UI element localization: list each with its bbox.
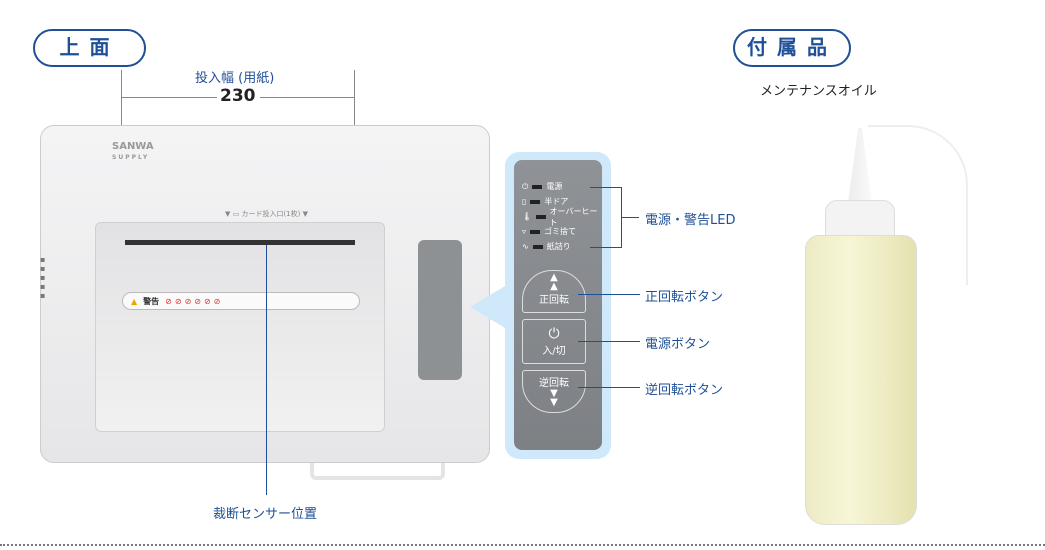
power-button-label: 入/切	[542, 346, 566, 357]
led-bracket-bottom	[590, 247, 621, 248]
led-callout: 電源・警告LED	[645, 213, 736, 228]
brand-sub: SUPPLY	[112, 154, 150, 161]
card-slot-text: カード投入口(1枚)	[241, 210, 301, 218]
power-callout-line	[578, 341, 640, 342]
reverse-callout-line	[578, 387, 640, 388]
reverse-button[interactable]: 逆回転▼▼	[522, 370, 586, 413]
zoom-pointer	[470, 283, 510, 331]
up-arrows-icon: ▲▲	[550, 272, 558, 292]
power-callout: 電源ボタン	[645, 337, 711, 352]
section-accessory-label: 付属品	[733, 29, 851, 67]
shredder-handle	[310, 455, 445, 480]
led-paper-jam: ∿紙詰り	[522, 242, 571, 251]
mini-control-panel	[418, 240, 462, 380]
led-label: 半ドア	[544, 197, 569, 206]
sensor-callout: 裁断センサー位置	[213, 507, 318, 522]
power-icon: ⏻	[548, 326, 560, 342]
brand-logo: SANWA SUPPLY	[112, 142, 154, 163]
led-label: 電源	[546, 182, 563, 191]
paper-slot	[125, 240, 355, 245]
led-overheat: 🌡オーバーヒート	[522, 207, 602, 227]
sensor-callout-line	[266, 245, 267, 495]
control-panel: ⏻電源 ▯半ドア 🌡オーバーヒート ▿ゴミ捨て ∿紙詰り ▲▲正回転 ⏻入/切 …	[514, 160, 602, 450]
oil-bottle	[805, 235, 917, 525]
brand-name: SANWA	[112, 141, 154, 152]
dimension-label: 投入幅 (用紙)	[195, 71, 275, 86]
dimension-line-left	[121, 97, 217, 98]
led-callout-line	[621, 217, 639, 218]
shredder-lid	[95, 222, 385, 432]
nozzle-cap-strap	[868, 125, 968, 285]
led-power: ⏻電源	[522, 181, 563, 192]
dimension-value: 230	[220, 86, 256, 106]
power-button[interactable]: ⏻ 入/切	[522, 319, 586, 364]
led-label: ゴミ捨て	[544, 227, 577, 236]
led-bin-full: ▿ゴミ捨て	[522, 227, 577, 236]
down-arrows-icon: ▼▼	[550, 388, 558, 408]
reverse-callout: 逆回転ボタン	[645, 383, 724, 398]
warning-text: 警告	[143, 296, 160, 306]
led-bracket-top	[590, 187, 621, 188]
left-vents: ▪▪▪▪▪	[40, 255, 46, 300]
card-slot-label: ▼ ▭ カード投入口(1枚) ▼	[225, 210, 308, 218]
reverse-button-label: 逆回転	[539, 378, 569, 389]
dimension-line-right	[260, 97, 354, 98]
led-label: 紙詰り	[546, 242, 571, 251]
warning-sticker: ▲警告⊘⊘⊘⊘⊘⊘	[122, 292, 360, 310]
bottom-divider	[0, 544, 1045, 546]
forward-button-label: 正回転	[539, 295, 569, 306]
led-door: ▯半ドア	[522, 197, 569, 206]
accessory-item-label: メンテナンスオイル	[760, 84, 877, 99]
led-label: オーバーヒート	[549, 206, 598, 227]
section-top-label: 上面	[33, 29, 146, 67]
forward-callout: 正回転ボタン	[645, 290, 724, 305]
forward-callout-line	[578, 294, 640, 295]
forward-button[interactable]: ▲▲ 正回転	[522, 270, 586, 313]
